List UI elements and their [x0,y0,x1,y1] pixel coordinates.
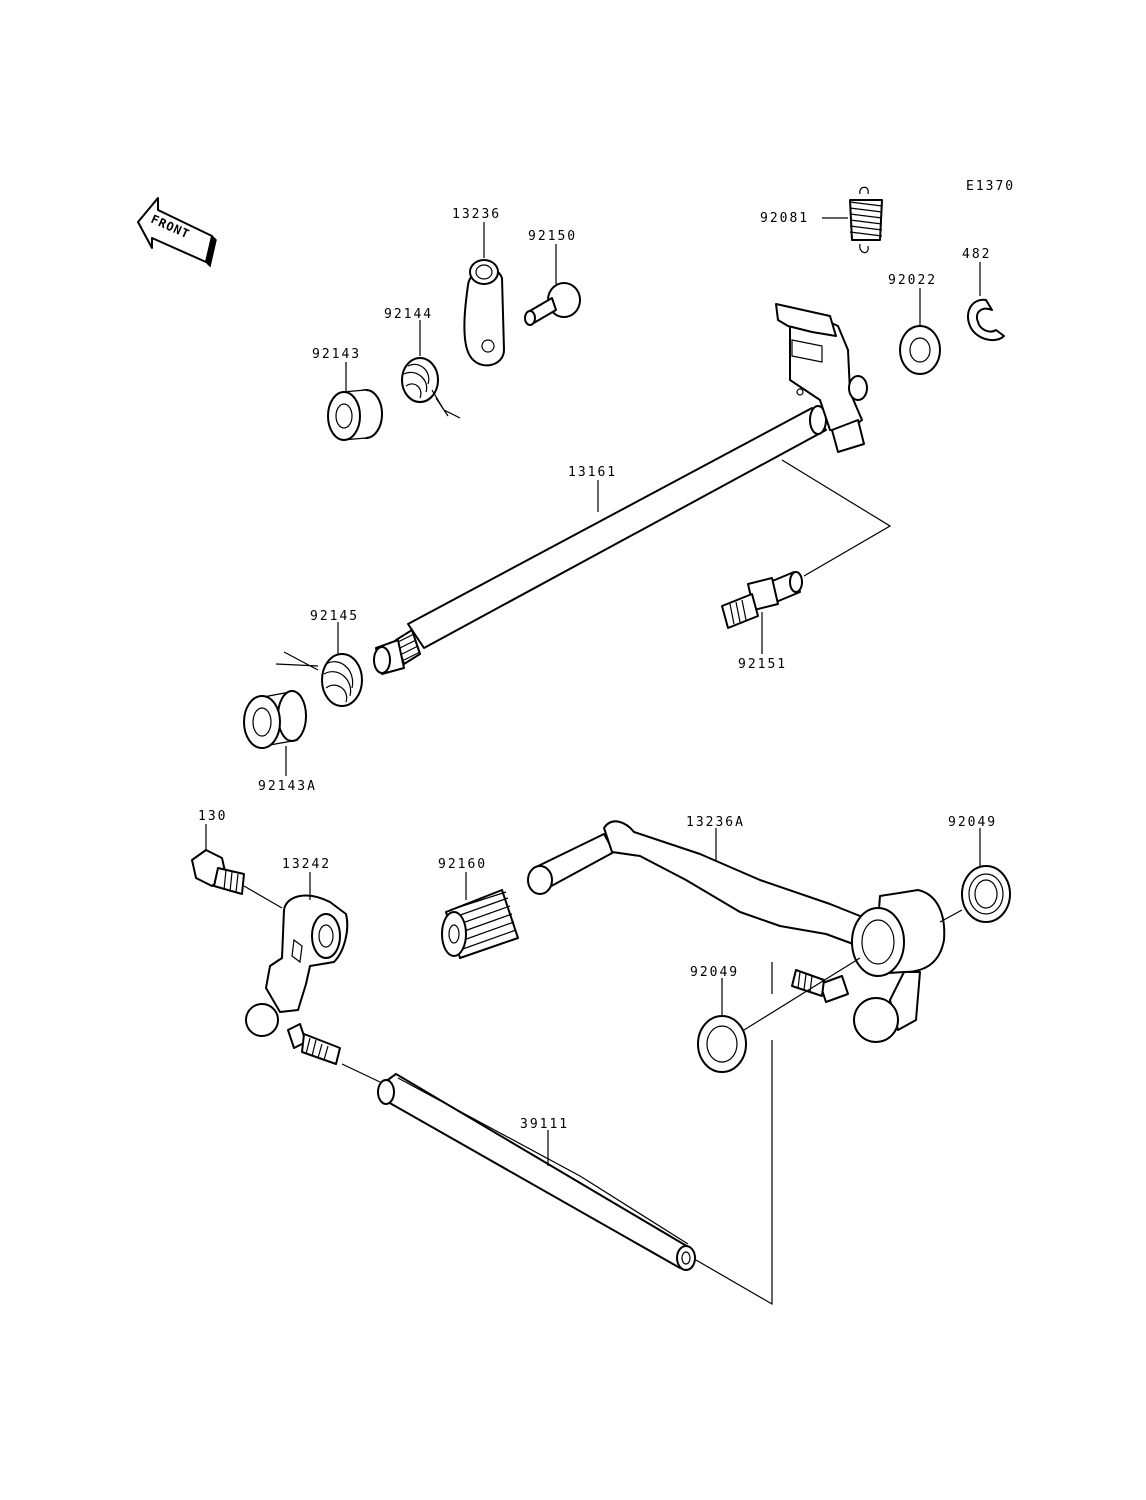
part-92022-washer [899,325,941,375]
part-92151-stud [721,571,803,629]
label-92081: 92081 [760,211,809,226]
label-13236: 13236 [452,207,501,222]
part-92160-pedal-rubber [441,889,519,959]
label-92049-lower: 92049 [690,965,739,980]
label-92150: 92150 [528,229,577,244]
part-92143A-collar [243,690,307,749]
label-13161: 13161 [568,465,617,480]
part-482-circlip [967,298,1005,342]
label-92049-upper: 92049 [948,815,997,830]
part-130-bolt [191,849,245,895]
label-13236A: 13236A [686,815,745,830]
label-92143A: 92143A [258,779,317,794]
part-92145-spring [275,651,363,707]
label-39111: 39111 [520,1117,569,1132]
diagram-code: E1370 [966,179,1015,194]
label-482: 482 [962,247,991,262]
label-92151: 92151 [738,657,787,672]
part-92081-spring [849,186,883,254]
part-13161-shift-shaft [373,303,868,675]
part-13236A-shift-pedal [527,820,946,1043]
part-13242-shift-lever [245,894,349,1065]
label-13242: 13242 [282,857,331,872]
part-92049-oil-seal-lower [697,1015,747,1073]
label-92143: 92143 [312,347,361,362]
part-92143-collar [327,388,383,444]
front-arrow-icon: FRONT [137,197,217,268]
label-92022: 92022 [888,273,937,288]
part-92049-oil-seal-upper [961,865,1011,923]
label-92144: 92144 [384,307,433,322]
part-13236-shift-lever [463,259,505,367]
label-92145: 92145 [310,609,359,624]
label-92160: 92160 [438,857,487,872]
part-39111-tie-rod [377,1073,696,1271]
part-92144-spring [401,357,461,419]
part-92150-bolt [524,282,581,326]
label-130: 130 [198,809,227,824]
